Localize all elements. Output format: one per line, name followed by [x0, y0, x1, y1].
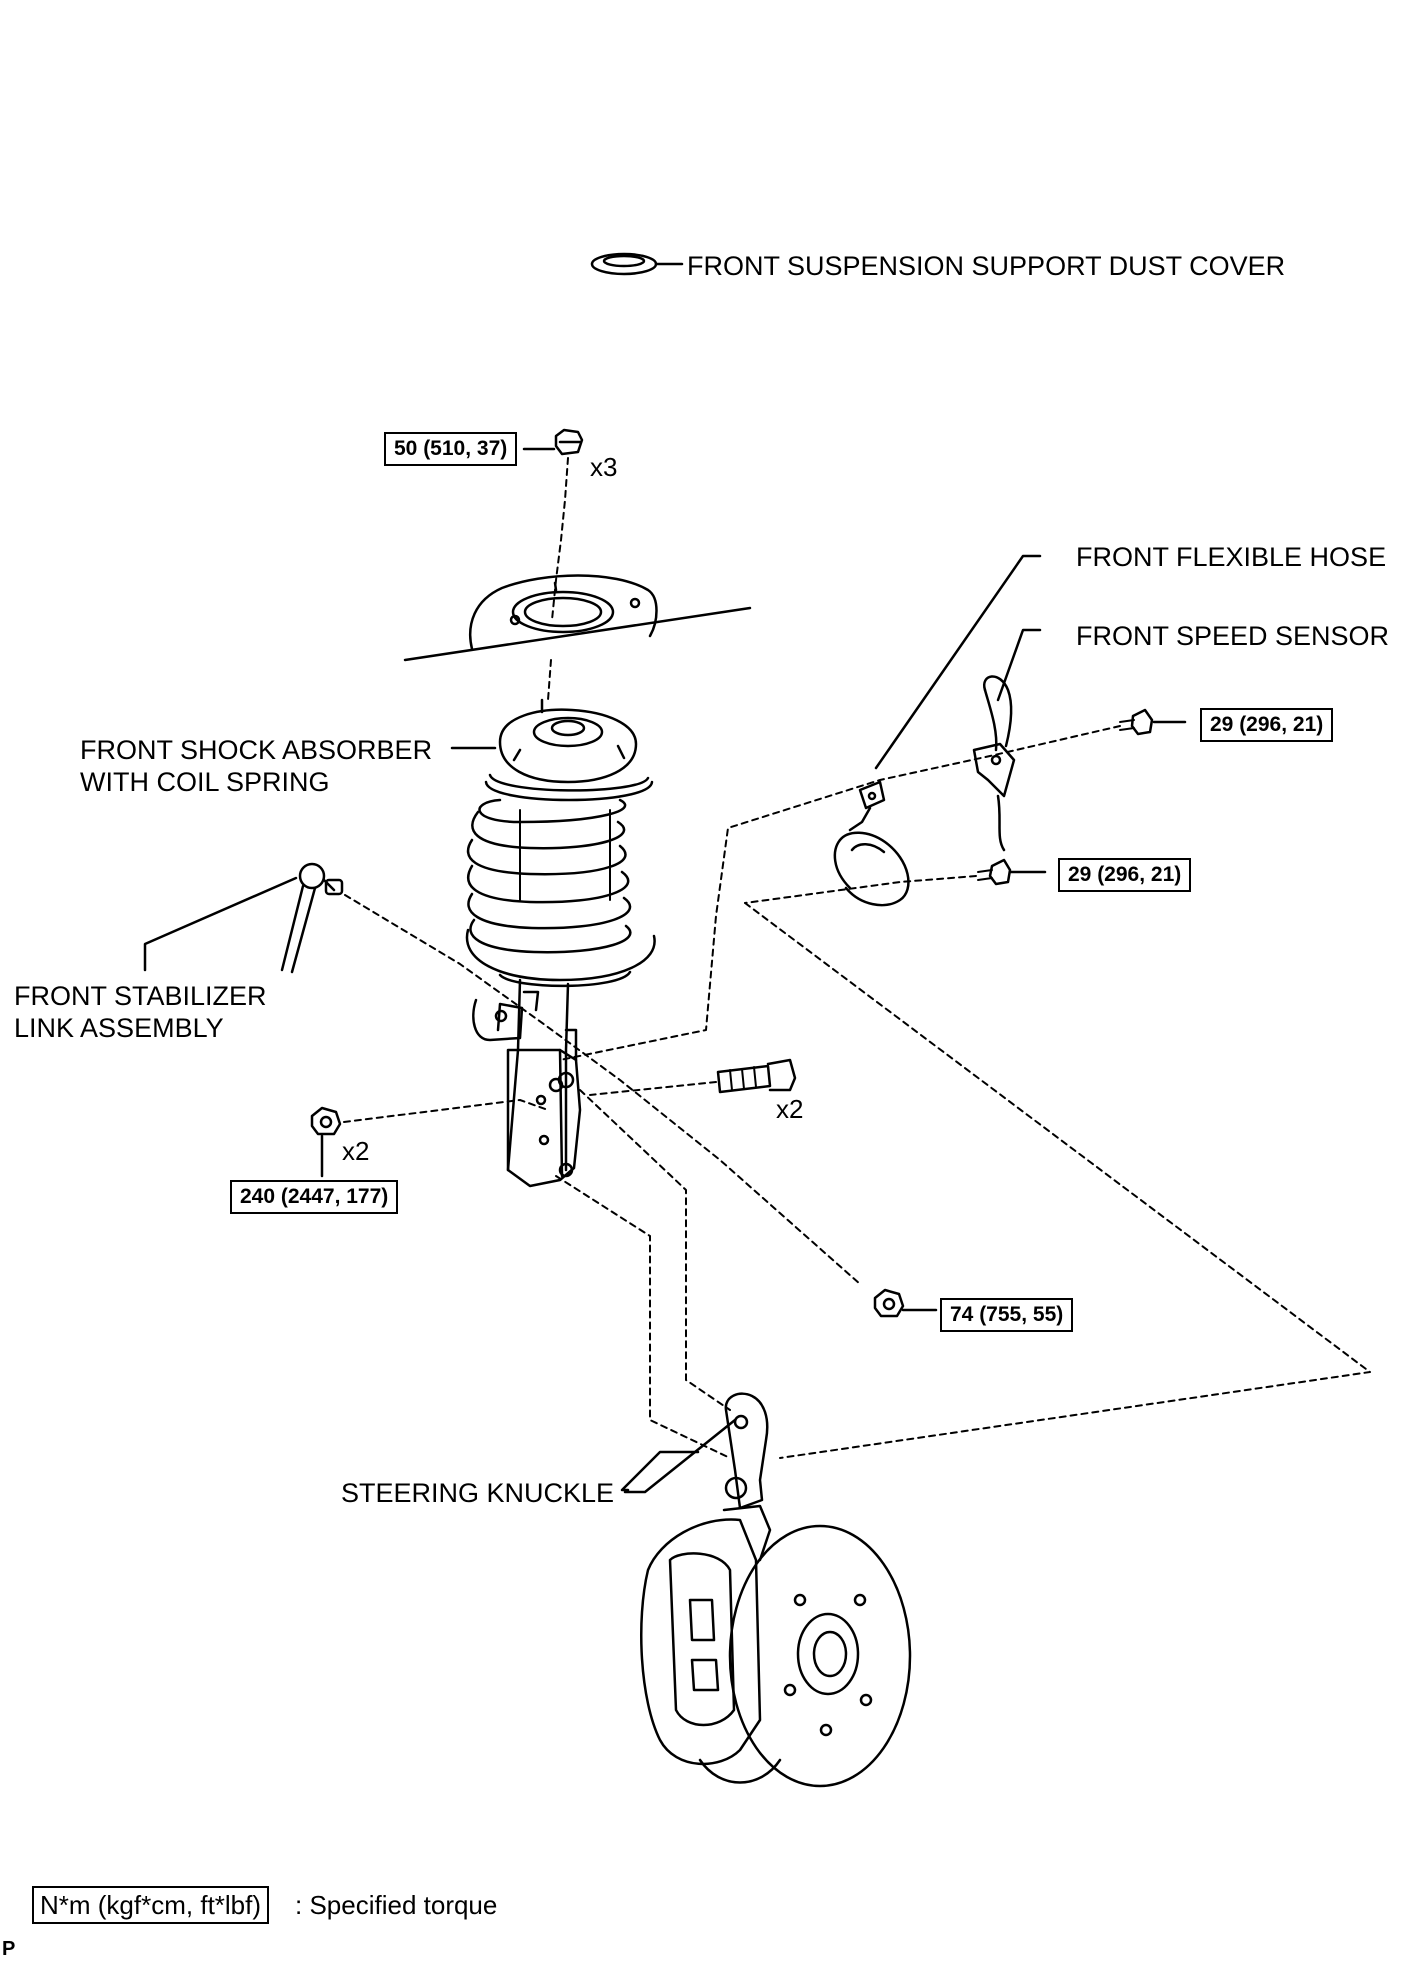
- corner-code: P: [2, 1938, 16, 1960]
- sensor-bolt-part: [559, 708, 1187, 1061]
- stabilizer-link-label-line1: FRONT STABILIZER: [14, 981, 267, 1011]
- speed-sensor-part: [972, 628, 1042, 852]
- steering-knuckle-part: [620, 1392, 912, 1788]
- shock-absorber-label-line2: WITH COIL SPRING: [80, 767, 330, 797]
- flexible-hose-part: [833, 554, 1042, 907]
- qty-knuckle-nut: x2: [342, 1136, 370, 1166]
- shock-absorber-part: [465, 698, 656, 1188]
- shock-absorber-label: FRONT SHOCK ABSORBER WITH COIL SPRING: [80, 734, 432, 798]
- flexible-hose-label: FRONT FLEXIBLE HOSE: [1076, 542, 1387, 572]
- torque-hose-bolt: 29 (296, 21): [1058, 858, 1192, 892]
- dust-cover-label: FRONT SUSPENSION SUPPORT DUST COVER: [687, 251, 1286, 281]
- qty-top-nut: x3: [590, 452, 618, 482]
- steering-knuckle-label: STEERING KNUCKLE: [341, 1478, 615, 1508]
- knuckle-bolt-part: [589, 1058, 797, 1096]
- qty-knuckle-bolt: x2: [776, 1094, 804, 1124]
- hose-bolt-part: [744, 858, 1371, 1459]
- speed-sensor-label: FRONT SPEED SENSOR: [1076, 621, 1390, 651]
- torque-top-nut: 50 (510, 37): [384, 432, 518, 466]
- strut-tower-panel: [403, 574, 752, 662]
- shock-absorber-label-line1: FRONT SHOCK ABSORBER: [80, 735, 433, 765]
- stabilizer-link-part: [143, 862, 861, 1285]
- legend-text: : Specified torque: [295, 1890, 498, 1920]
- top-nut-part: [522, 428, 584, 701]
- knuckle-guide-lines: [555, 1089, 731, 1459]
- stabilizer-link-label-line2: LINK ASSEMBLY: [14, 1013, 224, 1043]
- legend-torque-box: N*m (kgf*cm, ft*lbf): [32, 1886, 270, 1924]
- torque-knuckle-nut: 240 (2447, 177): [230, 1180, 399, 1214]
- torque-sensor-bolt: 29 (296, 21): [1200, 708, 1334, 742]
- torque-stabilizer-nut: 74 (755, 55): [940, 1298, 1074, 1332]
- steering-knuckle-leader: [623, 1418, 737, 1494]
- dust-cover-part: [590, 252, 684, 276]
- knuckle-nut-part: [310, 1099, 549, 1178]
- stabilizer-nut-part: [873, 1288, 938, 1318]
- stabilizer-link-label: FRONT STABILIZER LINK ASSEMBLY: [14, 980, 267, 1044]
